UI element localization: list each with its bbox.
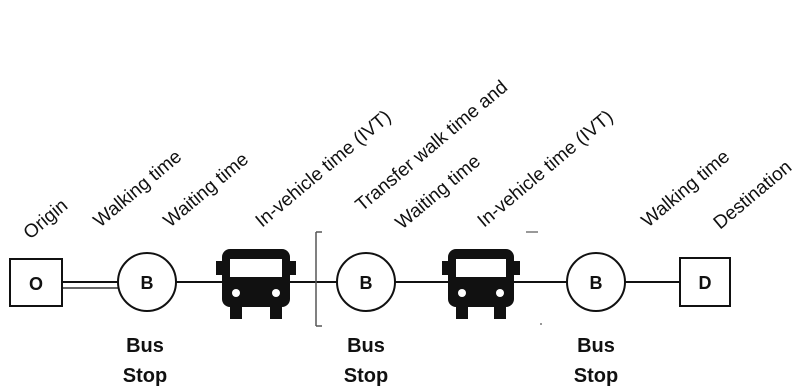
bus-stop-node-1 (117, 252, 177, 312)
destination-letter: D (699, 273, 712, 293)
destination-node (679, 257, 731, 307)
stop-label-1-line1: Bus (126, 335, 164, 357)
stop-label-1-line2: Stop (123, 365, 167, 387)
bus-stop-letter-2: B (360, 273, 373, 293)
bus-stop-node-2 (336, 252, 396, 312)
stop-label-3-line1: Bus (577, 335, 615, 357)
origin-node (9, 258, 63, 307)
label-ivt-1: In-vehicle time (IVT) (252, 106, 396, 231)
bus-icon (216, 249, 296, 319)
bus-stop-node-3 (566, 252, 626, 312)
bus-stop-letter-3: B (590, 273, 603, 293)
label-ivt-2: In-vehicle time (IVT) (474, 106, 618, 231)
label-origin: Origin (20, 195, 72, 244)
origin-letter: O (29, 274, 43, 294)
stop-label-2-line1: Bus (347, 335, 385, 357)
bus-icon (442, 249, 520, 319)
stop-label-3-line2: Stop (574, 365, 618, 387)
bus-stop-letter-1: B (141, 273, 154, 293)
stop-label-2-line2: Stop (344, 365, 388, 387)
